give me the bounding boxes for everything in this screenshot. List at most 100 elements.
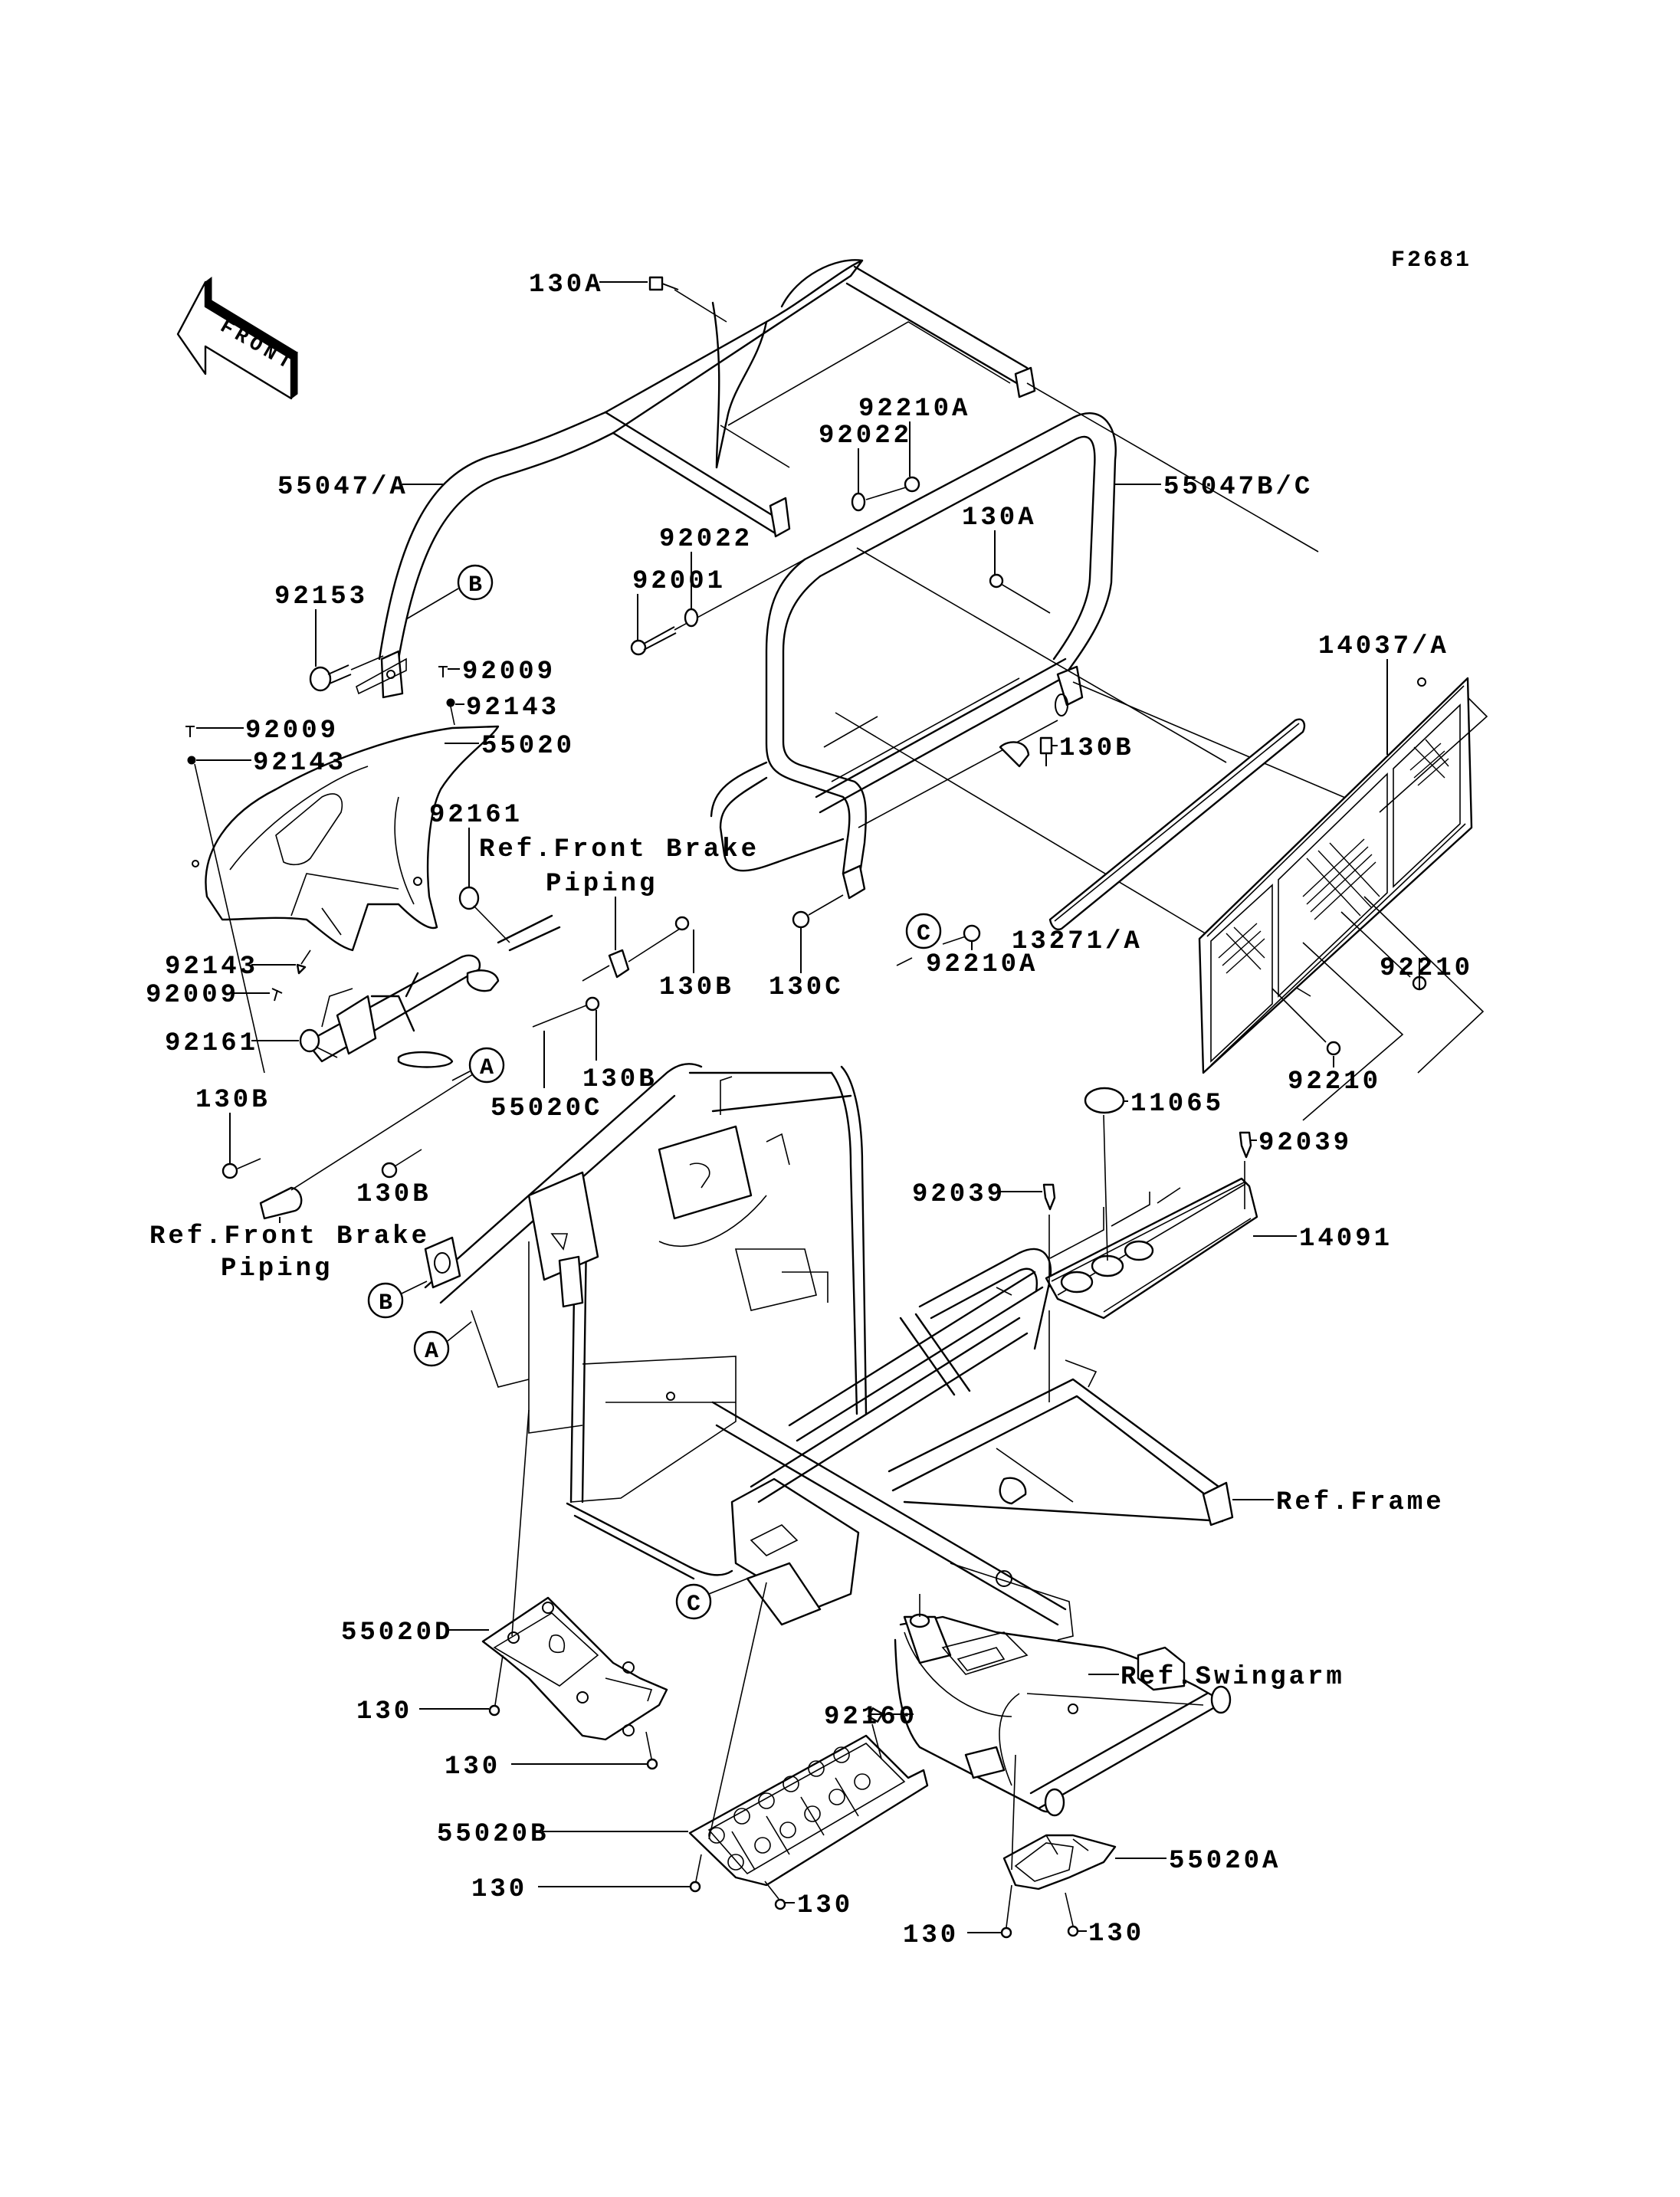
brake-clamp-low xyxy=(259,1186,303,1220)
ref-frame: Ref.Frame xyxy=(1276,1488,1445,1517)
bolt-130-a1 xyxy=(1000,1884,1012,1939)
svg-text:A: A xyxy=(480,1055,494,1081)
callouts: 130A 55047/A 92153 92001 92022 92022 922… xyxy=(146,271,1473,1950)
callout-130b-mid: 130B xyxy=(1059,734,1134,763)
nut-92210-lower xyxy=(1326,1041,1341,1056)
figure-code: F2681 xyxy=(1391,248,1472,274)
callout-92210-right: 92210 xyxy=(1380,954,1473,983)
fasteners-top xyxy=(309,276,1053,966)
callout-130c: 130C xyxy=(769,973,844,1002)
callout-130a-right: 130A xyxy=(962,503,1037,533)
svg-text:B: B xyxy=(468,572,482,598)
callout-55047a: 55047/A xyxy=(277,473,409,502)
callout-130-a1: 130 xyxy=(903,1921,959,1950)
main-frame xyxy=(424,1063,1234,1641)
callout-55020d: 55020D xyxy=(341,1618,453,1648)
ref-marker-c-frame: C xyxy=(675,1578,748,1620)
callout-14091: 14091 xyxy=(1299,1225,1393,1254)
tray-14091 xyxy=(1042,1087,1258,1402)
callout-130b-below: 130B xyxy=(356,1180,431,1209)
bolt-130b-right-b xyxy=(532,996,600,1028)
cap-11065 xyxy=(1084,1087,1125,1114)
callout-130b-upper: 130B xyxy=(659,973,734,1002)
callout-55020c: 55020C xyxy=(491,1094,602,1123)
screw-92009-left xyxy=(185,726,195,737)
trim-13271a xyxy=(1048,718,1306,930)
grommet-92161-top xyxy=(458,886,480,910)
nut-92143-top xyxy=(446,698,455,726)
callout-130-d1: 130 xyxy=(356,1697,412,1726)
clip-92039-left xyxy=(1042,1183,1056,1402)
washer-92022-upper xyxy=(851,492,866,512)
bolt-130a-right xyxy=(989,573,1051,614)
ref-front-brake-top-line1: Ref.Front Brake xyxy=(479,835,760,864)
callout-92009-top: 92009 xyxy=(462,657,556,687)
skid-plate-55020a xyxy=(1000,1754,1117,1939)
brake-clamp-top xyxy=(608,949,630,979)
callout-92210-lower: 92210 xyxy=(1288,1067,1381,1097)
front-arrow-icon: FRONT xyxy=(176,277,300,400)
bolt-130b-far-left xyxy=(221,1158,261,1179)
clip-92039-right xyxy=(1239,1131,1252,1209)
callout-130-b1: 130 xyxy=(471,1875,527,1904)
bolt-92153 xyxy=(309,655,384,692)
callout-130-d2: 130 xyxy=(445,1753,500,1782)
callout-55020b: 55020B xyxy=(437,1820,549,1849)
bolt-130c xyxy=(792,894,844,929)
skid-plate-55020d xyxy=(481,1409,668,1770)
callout-130b-low-right: 130B xyxy=(582,1065,658,1094)
svg-text:C: C xyxy=(917,921,930,947)
ref-marker-b-top: B xyxy=(405,564,494,620)
bolt-130-b2 xyxy=(764,1881,786,1910)
ref-marker-a-frame: A xyxy=(413,1321,472,1367)
washer-92022-left xyxy=(684,608,699,628)
ref-front-brake-bot-line2: Piping xyxy=(221,1254,333,1284)
callout-92143-low: 92143 xyxy=(165,953,258,982)
ref-front-brake-top-line2: Piping xyxy=(546,870,658,899)
callout-55020: 55020 xyxy=(481,732,575,761)
bolt-130-d1 xyxy=(488,1654,504,1717)
callout-130-b2: 130 xyxy=(797,1891,853,1920)
ref-front-brake-bot-line1: Ref.Front Brake xyxy=(149,1222,430,1251)
grommet-92161-low xyxy=(299,1028,320,1053)
screw-92009-low xyxy=(271,988,283,1002)
callout-13271a: 13271/A xyxy=(1012,927,1143,956)
nut-92143-left xyxy=(187,756,265,1074)
callout-92039-right: 92039 xyxy=(1258,1129,1352,1158)
bolt-130b-right-a xyxy=(674,916,690,931)
callout-92022-upper: 92022 xyxy=(819,421,912,451)
callout-92210a-lower: 92210A xyxy=(926,950,1038,979)
bolt-130-a2 xyxy=(1065,1892,1079,1937)
front-bracket-55020c xyxy=(221,886,690,1220)
callout-55047bc: 55047B/C xyxy=(1163,473,1313,502)
ref-swingarm: Ref.Swingarm xyxy=(1121,1663,1345,1692)
bolt-130b-upper xyxy=(1039,736,1053,766)
svg-text:C: C xyxy=(687,1592,701,1618)
callout-11065: 11065 xyxy=(1130,1090,1224,1119)
svg-text:B: B xyxy=(379,1290,392,1317)
roll-cage-55047bc xyxy=(710,382,1380,997)
bolt-130-b1 xyxy=(689,1854,702,1893)
ref-marker-c-top: C xyxy=(905,913,942,949)
nut-92210a-lower xyxy=(963,924,981,943)
swingarm xyxy=(894,1594,1232,1817)
nut-92143-low xyxy=(296,949,311,975)
bolt-130b-below xyxy=(381,1149,422,1179)
callout-92143-left: 92143 xyxy=(253,749,346,778)
callout-92161-top: 92161 xyxy=(429,801,523,830)
callout-130a-top: 130A xyxy=(529,271,604,300)
mesh-icon xyxy=(1218,739,1449,974)
callout-92022-left: 92022 xyxy=(659,525,753,554)
callout-130-a2: 130 xyxy=(1088,1920,1144,1949)
callout-130b-far-left: 130B xyxy=(195,1086,271,1115)
callout-92009-low: 92009 xyxy=(146,981,239,1010)
callout-92153: 92153 xyxy=(274,582,368,612)
skid-plate-55020b xyxy=(688,1582,929,1910)
svg-text:A: A xyxy=(425,1339,438,1365)
roll-cage-55047 xyxy=(356,259,1036,699)
bolt-130a-top xyxy=(648,276,727,323)
callout-92039-left: 92039 xyxy=(912,1180,1006,1209)
callout-92001: 92001 xyxy=(632,567,726,596)
reference-markers: B A C B A C xyxy=(367,564,942,1620)
